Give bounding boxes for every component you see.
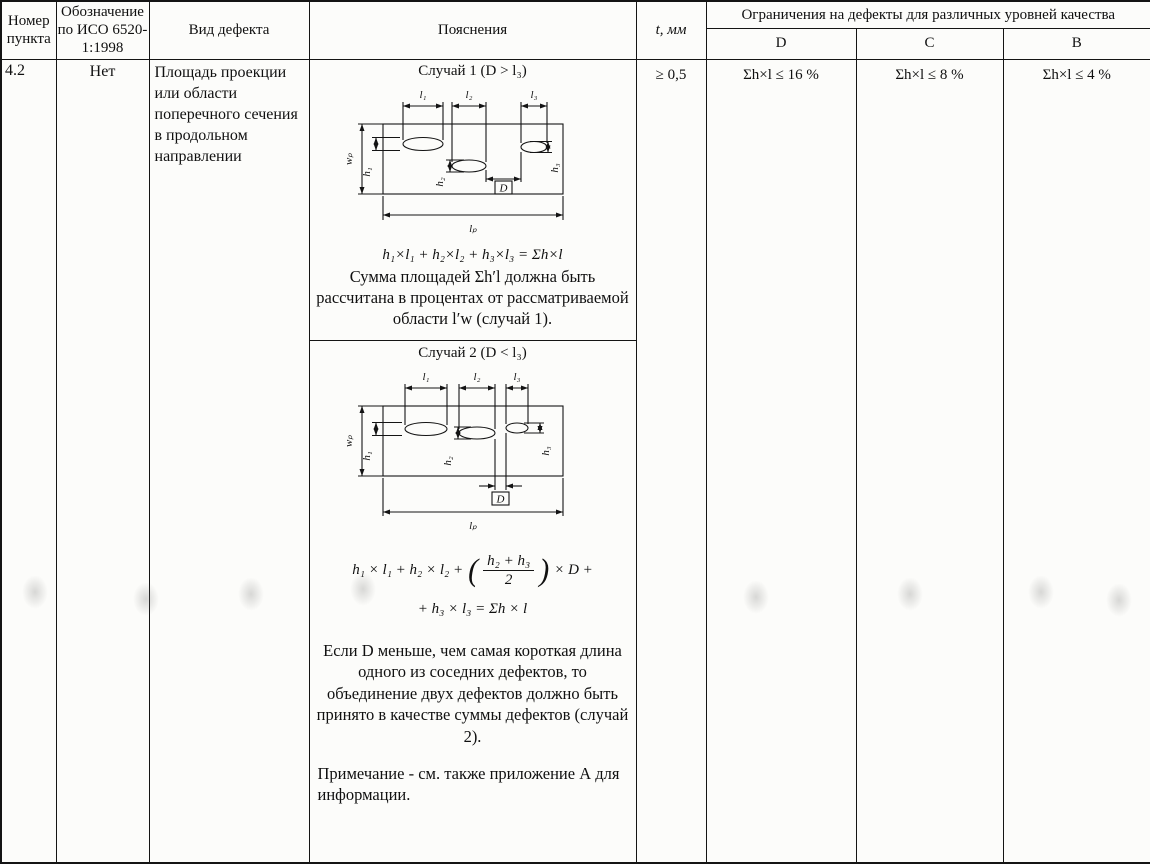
dim-l1	[401, 101, 444, 140]
dim-h3	[529, 140, 552, 153]
dim-lp	[381, 195, 564, 220]
cell-defect-type: Площадь проекции или области поперечного…	[148, 58, 310, 864]
cell-limit-d: Σh×l ≤ 16 %	[705, 58, 857, 864]
cell-limit-b: Σh×l ≤ 4 %	[1002, 58, 1150, 864]
label-lp: lₚ	[469, 223, 477, 235]
dim-D	[484, 151, 522, 195]
label-l3: l₃	[513, 371, 520, 383]
case2-section: Случай 2 (D < l₃)	[309, 339, 636, 816]
case1-title: Случай 1 (D > l₃)	[418, 62, 527, 79]
dim-h2	[453, 426, 471, 440]
dim-l2	[450, 101, 487, 162]
dim-l2	[457, 383, 496, 429]
label-h3: h₃	[549, 163, 561, 173]
case2-diagram: l₁ l₂ l₃ wₚ h₁ h₂ h₃ D lₚ	[343, 371, 564, 532]
dim-l1	[403, 383, 448, 425]
formula-part1: h₁ × l₁ + h₂ × l₂ +	[352, 561, 464, 578]
case1-text: Сумма площадей Σh′l должна быть рассчита…	[316, 266, 629, 329]
case2-text: Если D меньше, чем самая короткая длина …	[316, 640, 629, 746]
case1-section: Случай 1 (D > l₃)	[310, 60, 636, 340]
case2-title: Случай 2 (D < l₃)	[418, 344, 527, 361]
dim-D	[478, 432, 522, 506]
dim-wp	[357, 122, 383, 195]
note-text: Примечание - см. также приложение А для …	[317, 764, 620, 805]
case2-formula-line2: + h₃ × l₃ = Σh × l	[417, 600, 528, 617]
header-limits-group: Ограничения на дефекты для различных уро…	[705, 0, 1150, 29]
dim-lp	[381, 477, 564, 516]
defect-ellipse-1	[401, 136, 444, 151]
table-row: 4.2 Нет Площадь проекции или области поп…	[0, 58, 1150, 864]
dim-l3	[519, 101, 548, 143]
header-col-iso-designation: Обозначение по ИСО 6520- 1:1998	[55, 0, 150, 60]
label-h1: h₁	[361, 167, 373, 177]
header-col-explanations: Пояснения	[308, 0, 637, 60]
defect-ellipse-3	[519, 140, 548, 153]
fraction-numerator: h₂ + h₃	[483, 552, 535, 571]
header-col-point-number: Номер пункта	[0, 0, 57, 60]
dim-l3	[504, 383, 529, 424]
defect-ellipse-2	[457, 426, 496, 440]
dim-h3	[523, 422, 544, 434]
dim-wp	[357, 405, 383, 477]
label-D: D	[498, 182, 507, 194]
label-lp: lₚ	[469, 520, 477, 532]
cell-explanations: Случай 1 (D > l₃)	[308, 58, 637, 864]
header-col-thickness: t, мм	[635, 0, 707, 60]
formula-part2: × D +	[554, 561, 593, 578]
defect-ellipse-3	[504, 422, 529, 434]
cell-limit-c: Σh×l ≤ 8 %	[855, 58, 1004, 864]
label-l2: l₂	[473, 371, 480, 383]
label-wp: wₚ	[343, 152, 355, 164]
paren-close: )	[539, 552, 550, 588]
cell-t-value: ≥ 0,5	[635, 58, 707, 864]
cell-iso-designation: Нет	[55, 58, 150, 864]
label-wp: wₚ	[343, 435, 355, 447]
label-l3: l₃	[530, 89, 537, 101]
label-h2: h₂	[442, 456, 454, 466]
cell-point-number: 4.2	[0, 58, 57, 864]
label-h2: h₂	[434, 177, 446, 187]
plate-outline	[381, 405, 564, 477]
fraction: h₂ + h₃ 2	[483, 552, 535, 589]
fraction-denominator: 2	[504, 571, 513, 588]
paren-open: (	[468, 552, 479, 588]
defect-ellipse-1	[403, 421, 448, 436]
label-h1: h₁	[361, 451, 373, 461]
header-level-b: B	[1002, 27, 1150, 60]
defect-ellipse-2	[450, 158, 487, 173]
header-level-c: C	[855, 27, 1004, 60]
label-l1: l₁	[422, 371, 429, 383]
dim-h1	[371, 421, 402, 436]
plate-outline	[381, 122, 564, 195]
label-h3: h₃	[540, 446, 552, 456]
label-l2: l₂	[465, 89, 472, 101]
dim-h1	[371, 136, 400, 151]
label-D: D	[495, 493, 504, 505]
dim-h2	[445, 158, 464, 173]
header-level-d: D	[705, 27, 857, 60]
case1-diagram: l₁ l₂ l₃ wₚ h₁ h₂ h₃ D lₚ	[343, 89, 564, 235]
label-l1: l₁	[419, 89, 426, 101]
case1-formula: h₁×l₁ + h₂×l₂ + h₃×l₃ = Σh×l	[382, 246, 563, 263]
case2-formula-line1: h₁ × l₁ + h₂ × l₂ + ( h₂ + h₃ 2 ) × D +	[316, 552, 630, 589]
header-col-defect-type: Вид дефекта	[148, 0, 310, 60]
